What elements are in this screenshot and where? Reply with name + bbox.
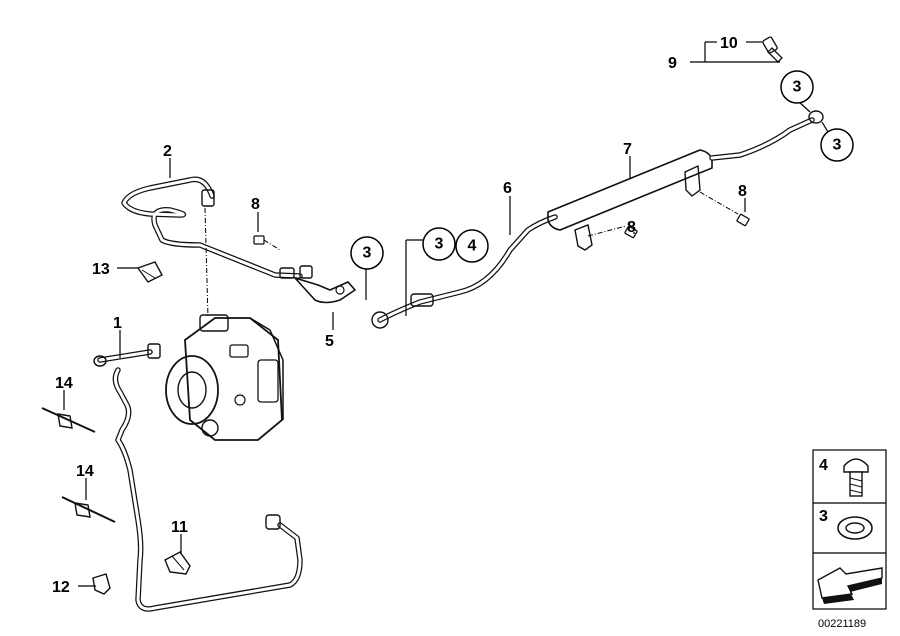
bolt-8-left[interactable] — [253, 235, 281, 251]
callout-1: 1 — [113, 315, 122, 332]
callout-8-left: 8 — [251, 196, 260, 213]
legend-panel: 4 3 — [812, 449, 887, 610]
brake-line-6[interactable] — [371, 214, 558, 329]
clip-14-upper[interactable] — [41, 407, 96, 433]
circled-callout-4: 4 — [455, 229, 489, 263]
callout-2: 2 — [163, 143, 172, 160]
arrow-icon — [817, 567, 883, 604]
seal-ring-icon — [837, 516, 873, 540]
legend-item-4-number: 4 — [819, 457, 828, 474]
callout-10: 10 — [720, 35, 738, 52]
callout-7: 7 — [623, 141, 632, 158]
callout-12: 12 — [52, 579, 70, 596]
circled-callout-3-a: 3 — [350, 236, 384, 270]
brake-line-1[interactable] — [93, 343, 303, 612]
clip-14-lower[interactable] — [61, 496, 116, 523]
circled-3-c-label: 3 — [793, 79, 802, 96]
clip-13[interactable] — [136, 261, 163, 283]
clip-12[interactable] — [92, 573, 111, 595]
circled-callout-3-c: 3 — [780, 70, 814, 104]
callout-11: 11 — [171, 519, 188, 536]
bolt-8-middle[interactable] — [587, 225, 638, 239]
brake-line-7[interactable] — [547, 110, 824, 251]
circled-4-label: 4 — [468, 238, 477, 255]
circled-3-d-label: 3 — [833, 137, 842, 154]
brake-line-5[interactable] — [292, 265, 357, 304]
clip-11[interactable] — [164, 551, 191, 575]
brake-line-2[interactable] — [121, 176, 303, 279]
bleed-screw-10[interactable] — [762, 36, 783, 63]
callout-5: 5 — [325, 333, 334, 350]
callout-8-middle: 8 — [627, 219, 636, 236]
callout-14-upper: 14 — [55, 375, 73, 392]
hollow-bolt-icon — [843, 458, 869, 497]
callout-13: 13 — [92, 261, 110, 278]
document-id: 00221189 — [818, 618, 866, 630]
circled-callout-3-b: 3 — [422, 227, 456, 261]
callout-6: 6 — [503, 180, 512, 197]
leader-lines — [63, 41, 829, 587]
circled-3-b-label: 3 — [435, 236, 444, 253]
circled-callout-3-d: 3 — [820, 128, 854, 162]
callout-14-lower: 14 — [76, 463, 94, 480]
callout-9: 9 — [668, 55, 677, 72]
abs-hydraulic-unit[interactable] — [165, 207, 284, 441]
legend-item-3-number: 3 — [819, 508, 828, 525]
bolt-8-right[interactable] — [699, 191, 750, 227]
callout-8-right: 8 — [738, 183, 747, 200]
circled-3-a-label: 3 — [363, 245, 372, 262]
